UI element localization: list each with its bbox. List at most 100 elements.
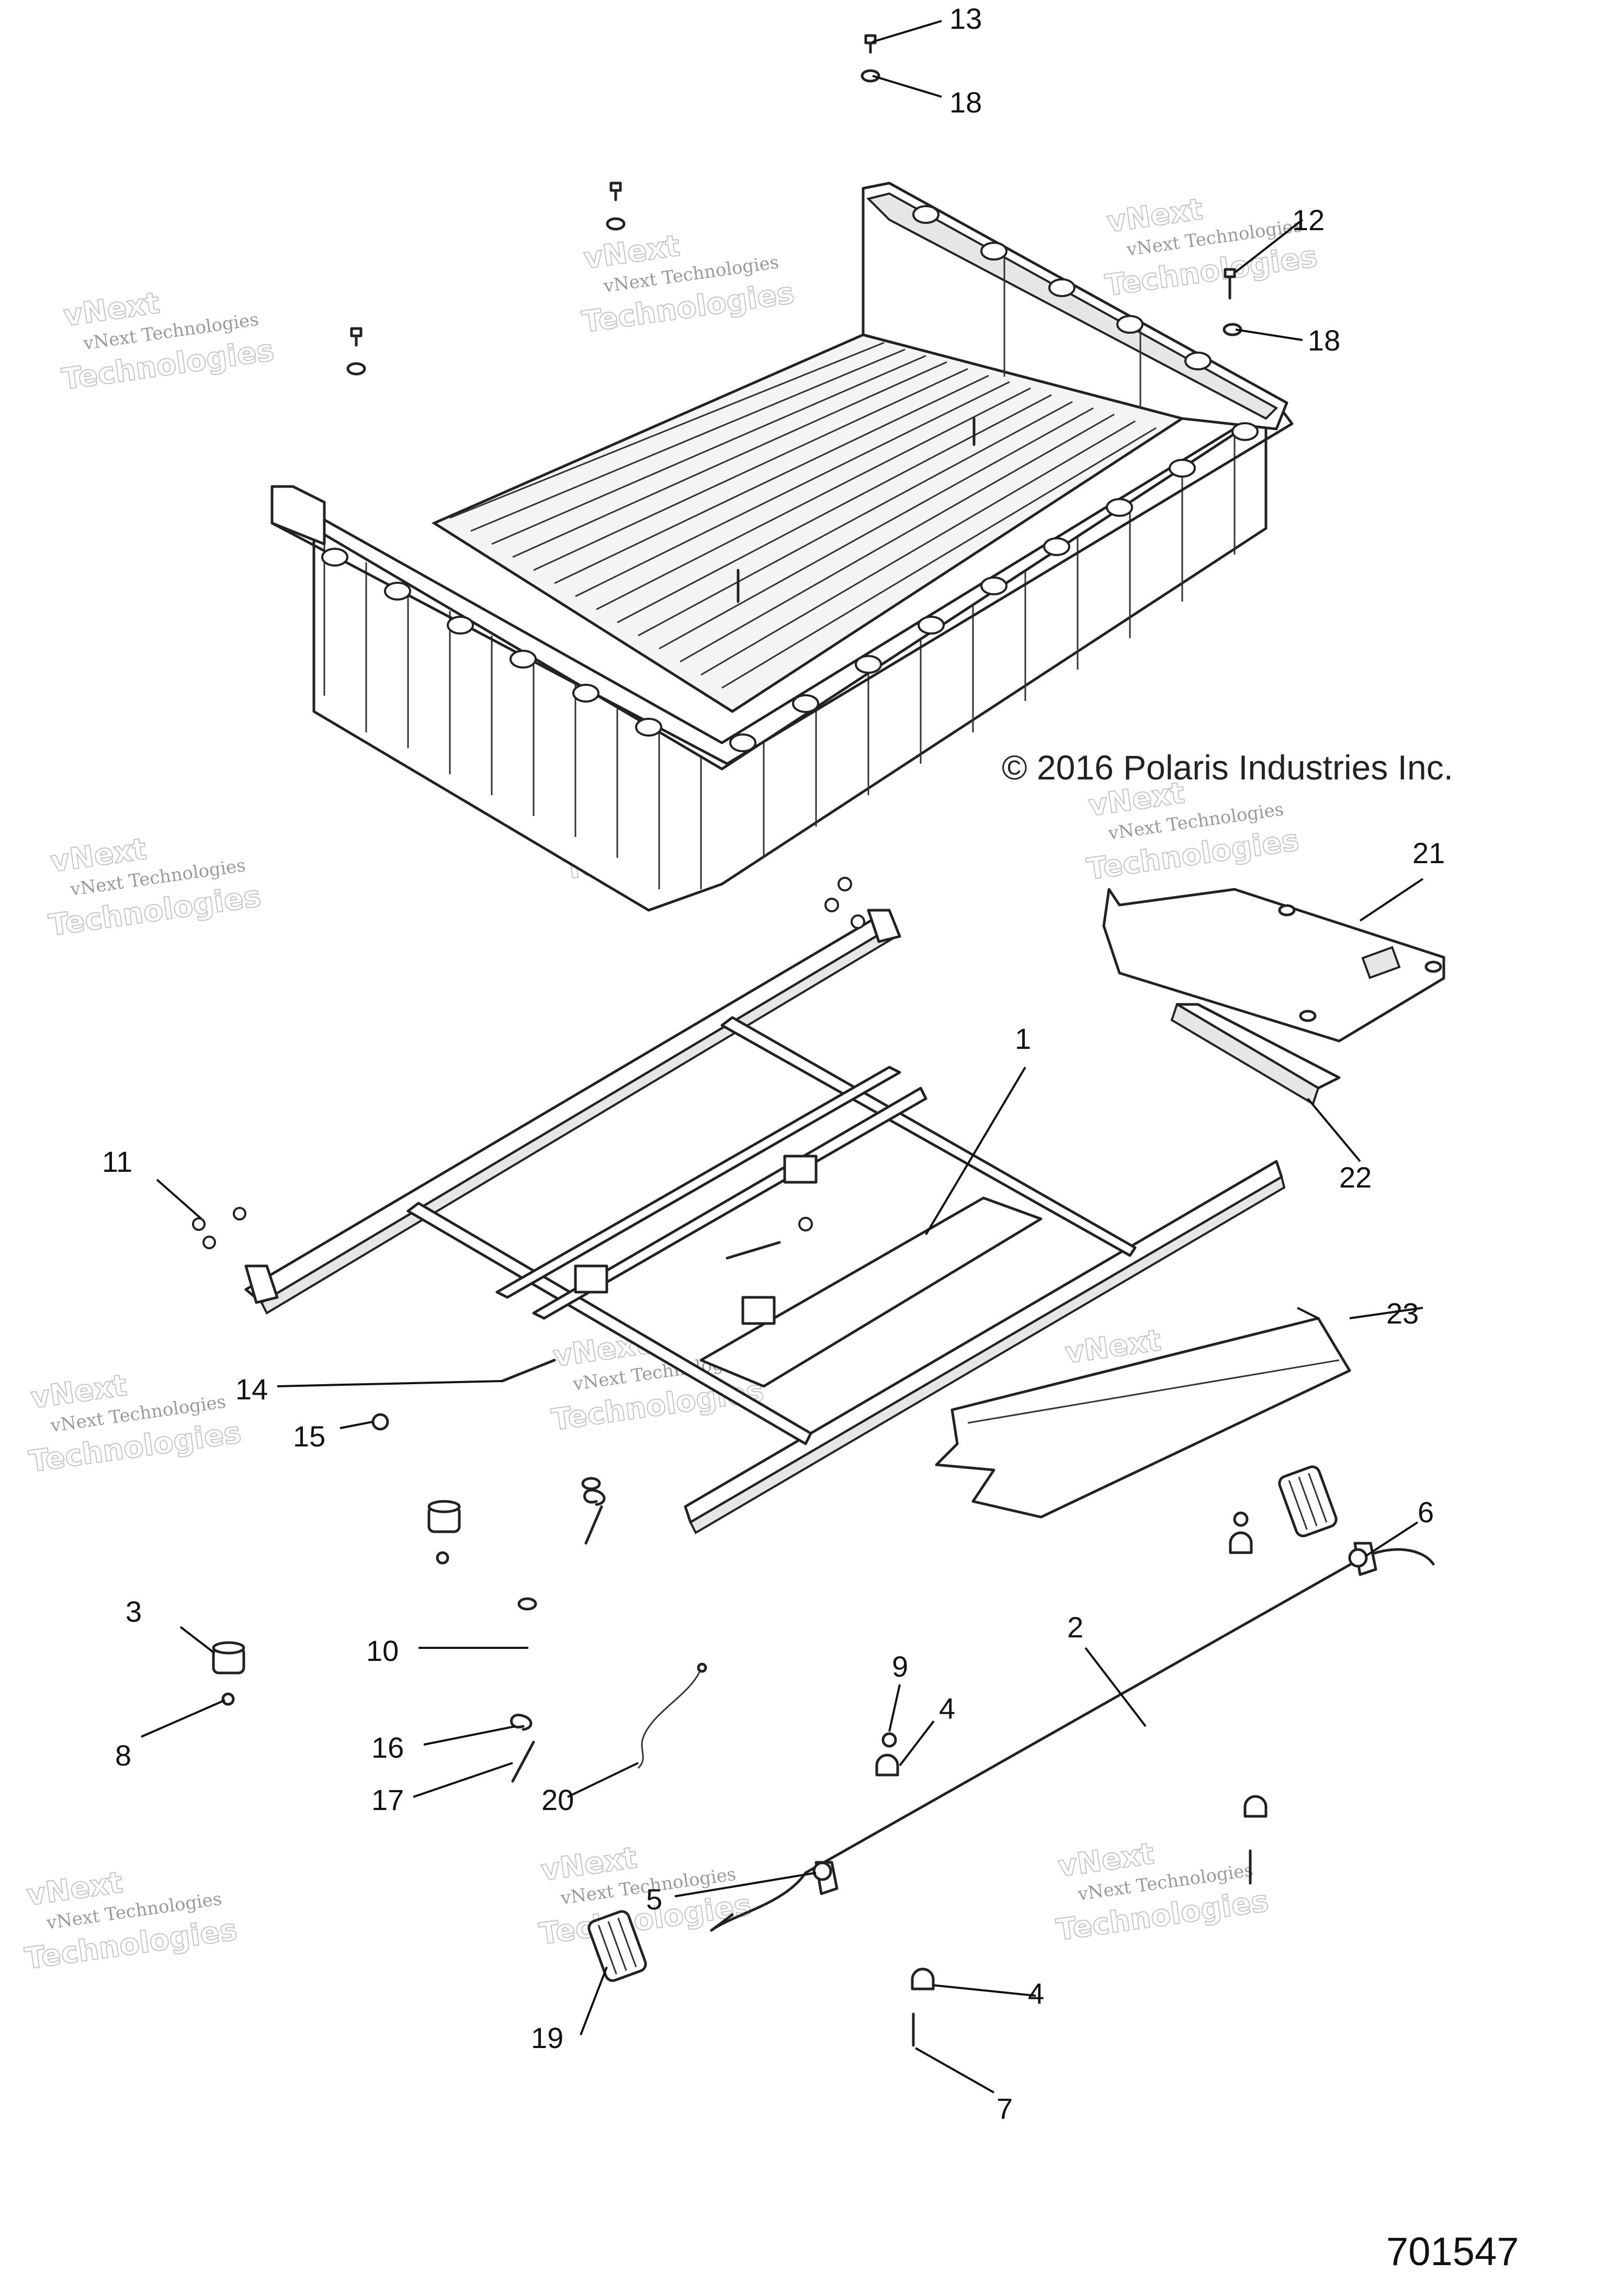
box-fasteners (346, 34, 1242, 603)
callout-14: 14 (235, 1373, 268, 1406)
skid-plate (1102, 888, 1445, 1105)
callout-2: 2 (1067, 1611, 1083, 1644)
bolt-14 (501, 1359, 556, 1383)
watermark: vNext vNext Technologies Technologies (1054, 1836, 1271, 1948)
grip-19 (587, 1910, 647, 1982)
clamp-4 (911, 1967, 935, 1990)
bumper (427, 1500, 461, 1533)
callout-1: 1 (1015, 1022, 1031, 1055)
frame-hinge-bracket (867, 909, 901, 943)
clamp (1243, 1795, 1268, 1818)
pin (584, 1505, 603, 1545)
callout-18: 18 (949, 86, 982, 119)
screw-icon (864, 34, 877, 54)
spring-5 (812, 1861, 832, 1881)
leader-lines (141, 20, 1424, 2094)
cargo-box-rim-holes (321, 205, 1259, 752)
nut (1233, 1511, 1249, 1527)
frame-bracket (574, 1264, 608, 1294)
watermark: vNext vNext Technologies Technologies (22, 1865, 240, 1977)
callout-18: 18 (1308, 324, 1340, 357)
frame-crossmember (495, 1066, 901, 1299)
callout-11: 11 (102, 1145, 132, 1178)
latch-rod-2 (710, 1548, 1435, 1932)
latch-rod-end (710, 1913, 734, 1932)
skid-plate-21 (1102, 888, 1445, 1043)
lanyard-end (697, 1662, 707, 1673)
cargo-box-floor-grooves (449, 342, 1157, 689)
cargo-box-front-lip (270, 485, 326, 546)
callout-15: 15 (293, 1420, 325, 1453)
frame-bracket (741, 1296, 776, 1325)
nut-15 (371, 1413, 389, 1431)
support-rod-10 (517, 1477, 601, 1611)
frame-hinge-bracket (244, 1264, 279, 1304)
callout-13: 13 (949, 2, 982, 35)
latch-assembly (212, 1465, 1435, 2047)
clip (583, 1488, 606, 1506)
callout-8: 8 (115, 1739, 131, 1772)
callout-3: 3 (126, 1595, 142, 1628)
cargo-box-rear-wall-ribs (1003, 251, 1141, 408)
callout-17: 17 (371, 1783, 404, 1816)
frame-shield-fold (967, 1359, 1340, 1424)
washer-icon (861, 69, 880, 83)
callout-22: 22 (1339, 1161, 1372, 1194)
callout-5: 5 (646, 1883, 662, 1916)
callout-21: 21 (1412, 836, 1445, 869)
screw-icon (350, 327, 363, 347)
screw-8 (221, 1692, 235, 1706)
washer-icon (346, 362, 366, 376)
skid-plate-slot (1361, 946, 1401, 979)
callout-19: 19 (531, 2021, 563, 2054)
frame-right-rail-face (689, 1175, 1286, 1534)
bed-frame (192, 877, 1286, 1534)
callout-4: 4 (1028, 1977, 1044, 2010)
watermark: vNext vNext Technologies Technologies (46, 832, 263, 944)
skid-plate-hole (1299, 1010, 1317, 1022)
watermark: vNext vNext Technologies Technologies (27, 1368, 244, 1480)
frame-crossmember (406, 1202, 812, 1445)
document-number: 701547 (1386, 2230, 1519, 2274)
cargo-box-rear-wall-top (866, 192, 1278, 420)
callout-20: 20 (541, 1783, 574, 1816)
bumper-3 (212, 1641, 245, 1675)
callout-4: 4 (939, 1692, 955, 1725)
frame-bolt (726, 1241, 781, 1260)
clamp-4 (875, 1754, 899, 1777)
cargo-box-ribs (323, 435, 1236, 889)
callout-10: 10 (366, 1634, 399, 1667)
clamp (1229, 1531, 1253, 1554)
frame-center-spine (699, 1196, 1043, 1388)
callout-12: 12 (1292, 203, 1325, 236)
grip (1278, 1465, 1338, 1537)
watermark: vNext vNext Technologies Technologies (549, 1326, 766, 1438)
callouts: 13 18 12 18 21 1 22 11 23 14 15 6 3 10 2… (102, 2, 1445, 2125)
watermark: vNext vNext Technologies Technologies (59, 286, 276, 398)
copyright-notice: © 2016 Polaris Industries Inc. (1002, 748, 1453, 787)
washer-icon (606, 217, 626, 231)
frame-shield-23 (935, 1317, 1351, 1519)
lanyard-20 (637, 1668, 702, 1769)
spring-6 (1348, 1548, 1368, 1568)
callout-6: 6 (1418, 1496, 1434, 1529)
callout-7: 7 (997, 2092, 1013, 2125)
screw (436, 1551, 449, 1565)
frame-bracket (783, 1155, 818, 1184)
screw-icon (1224, 268, 1236, 300)
frame-left-rail (244, 911, 891, 1304)
nut-9 (881, 1732, 897, 1748)
cargo-box (270, 182, 1294, 912)
watermark: vNext vNext Technologies Technologies (1103, 192, 1320, 304)
callout-16: 16 (371, 1731, 404, 1764)
watermark: vNext vNext Technologies Technologies (580, 228, 797, 340)
frame-fasteners (192, 877, 865, 1249)
skid-plate-hole (1424, 960, 1442, 973)
screw-icon (609, 182, 622, 201)
callout-9: 9 (892, 1650, 908, 1683)
skid-plate-hole (1278, 904, 1296, 917)
callout-23: 23 (1386, 1297, 1419, 1330)
pin-17 (511, 1740, 535, 1783)
frame-shield (935, 1317, 1351, 1519)
